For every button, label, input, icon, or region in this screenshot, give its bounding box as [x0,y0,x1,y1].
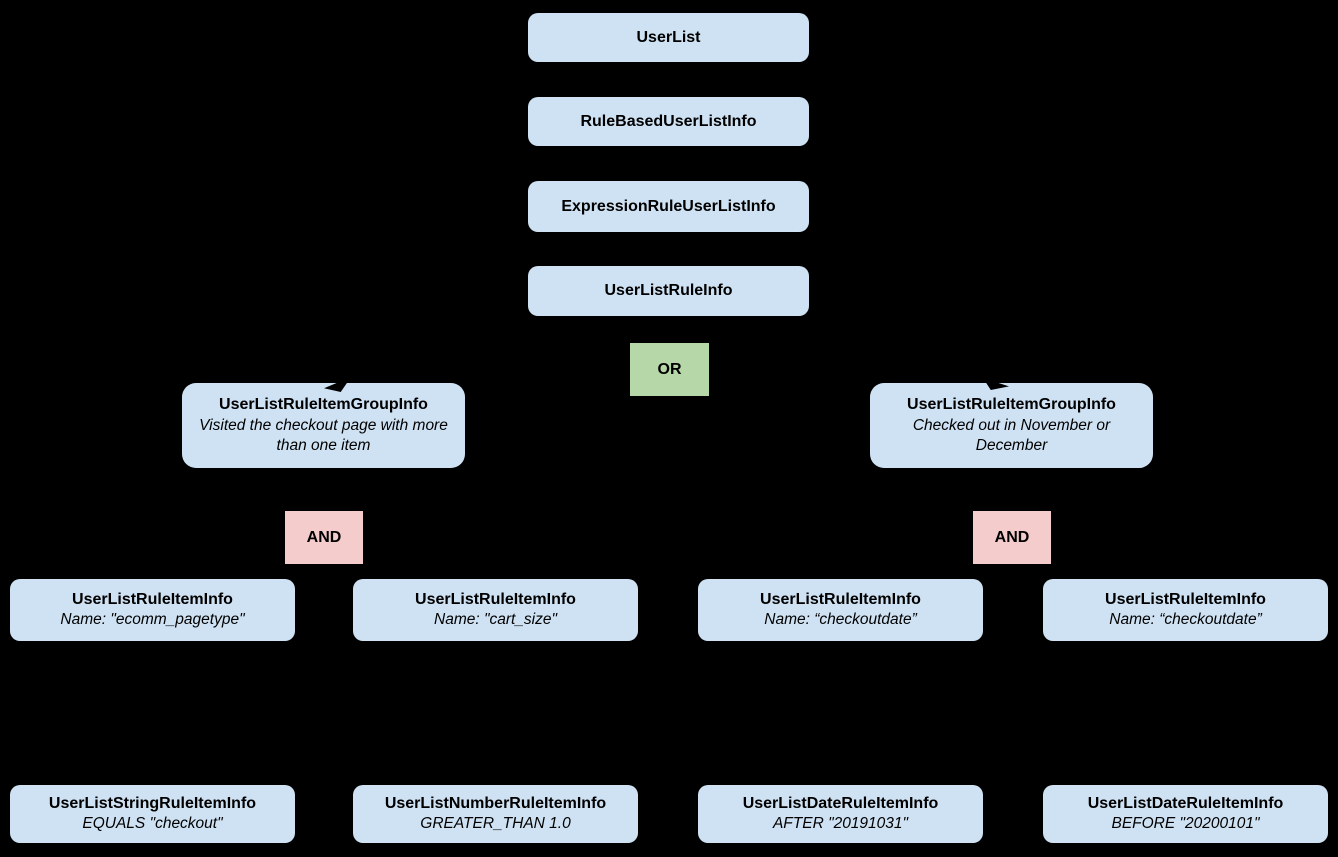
node-label: UserListRuleItemGroupInfo [219,396,428,414]
node-date-rule-item-after: UserListDateRuleItemInfo AFTER "20191031… [698,785,983,843]
node-and-operator-right: AND [973,511,1051,564]
node-rule-item-checkoutdate-2: UserListRuleItemInfo Name: “checkoutdate… [1043,579,1328,641]
node-expression-rule-user-list-info: ExpressionRuleUserListInfo [528,181,809,232]
node-description: Name: “checkoutdate” [764,611,917,629]
node-description: AFTER "20191031" [772,815,909,833]
node-user-list-rule-info: UserListRuleInfo [528,266,809,316]
node-description: Name: “checkoutdate” [1109,611,1262,629]
node-date-rule-item-before: UserListDateRuleItemInfo BEFORE "2020010… [1043,785,1328,843]
node-rule-item-ecomm-pagetype: UserListRuleItemInfo Name: "ecomm_pagety… [10,579,295,641]
node-label: UserListRuleItemInfo [415,591,576,609]
node-label: UserListRuleInfo [604,282,733,300]
node-rule-item-group-right: UserListRuleItemGroupInfo Checked out in… [870,383,1153,468]
node-label: UserListRuleItemInfo [1105,591,1266,609]
node-label: AND [994,528,1030,546]
node-label: UserListDateRuleItemInfo [1087,795,1284,813]
node-rule-item-group-left: UserListRuleItemGroupInfo Visited the ch… [182,383,465,468]
node-label: RuleBasedUserListInfo [580,112,757,130]
node-and-operator-left: AND [285,511,363,564]
node-label: UserList [636,28,701,46]
node-description: GREATER_THAN 1.0 [420,815,571,833]
node-description: Checked out in November or December [912,416,1111,455]
node-label: UserListStringRuleItemInfo [48,795,257,813]
node-label: AND [306,528,342,546]
node-rule-item-checkoutdate-1: UserListRuleItemInfo Name: “checkoutdate… [698,579,983,641]
node-label: UserListRuleItemInfo [760,591,921,609]
node-description: EQUALS "checkout" [82,815,223,833]
node-description: BEFORE "20200101" [1111,815,1260,833]
node-userlist: UserList [528,13,809,62]
node-or-operator: OR [630,343,709,396]
node-label: UserListNumberRuleItemInfo [384,795,607,813]
node-label: OR [657,360,682,378]
node-label: UserListRuleItemGroupInfo [907,396,1116,414]
node-rule-item-cart-size: UserListRuleItemInfo Name: "cart_size" [353,579,638,641]
node-number-rule-item: UserListNumberRuleItemInfo GREATER_THAN … [353,785,638,843]
node-label: UserListDateRuleItemInfo [742,795,939,813]
node-description: Name: "ecomm_pagetype" [60,611,245,629]
node-rule-based-user-list-info: RuleBasedUserListInfo [528,97,809,146]
node-string-rule-item: UserListStringRuleItemInfo EQUALS "check… [10,785,295,843]
node-label: UserListRuleItemInfo [72,591,233,609]
node-label: ExpressionRuleUserListInfo [561,197,776,215]
node-description: Visited the checkout page with more than… [199,416,448,455]
node-description: Name: "cart_size" [434,611,557,629]
